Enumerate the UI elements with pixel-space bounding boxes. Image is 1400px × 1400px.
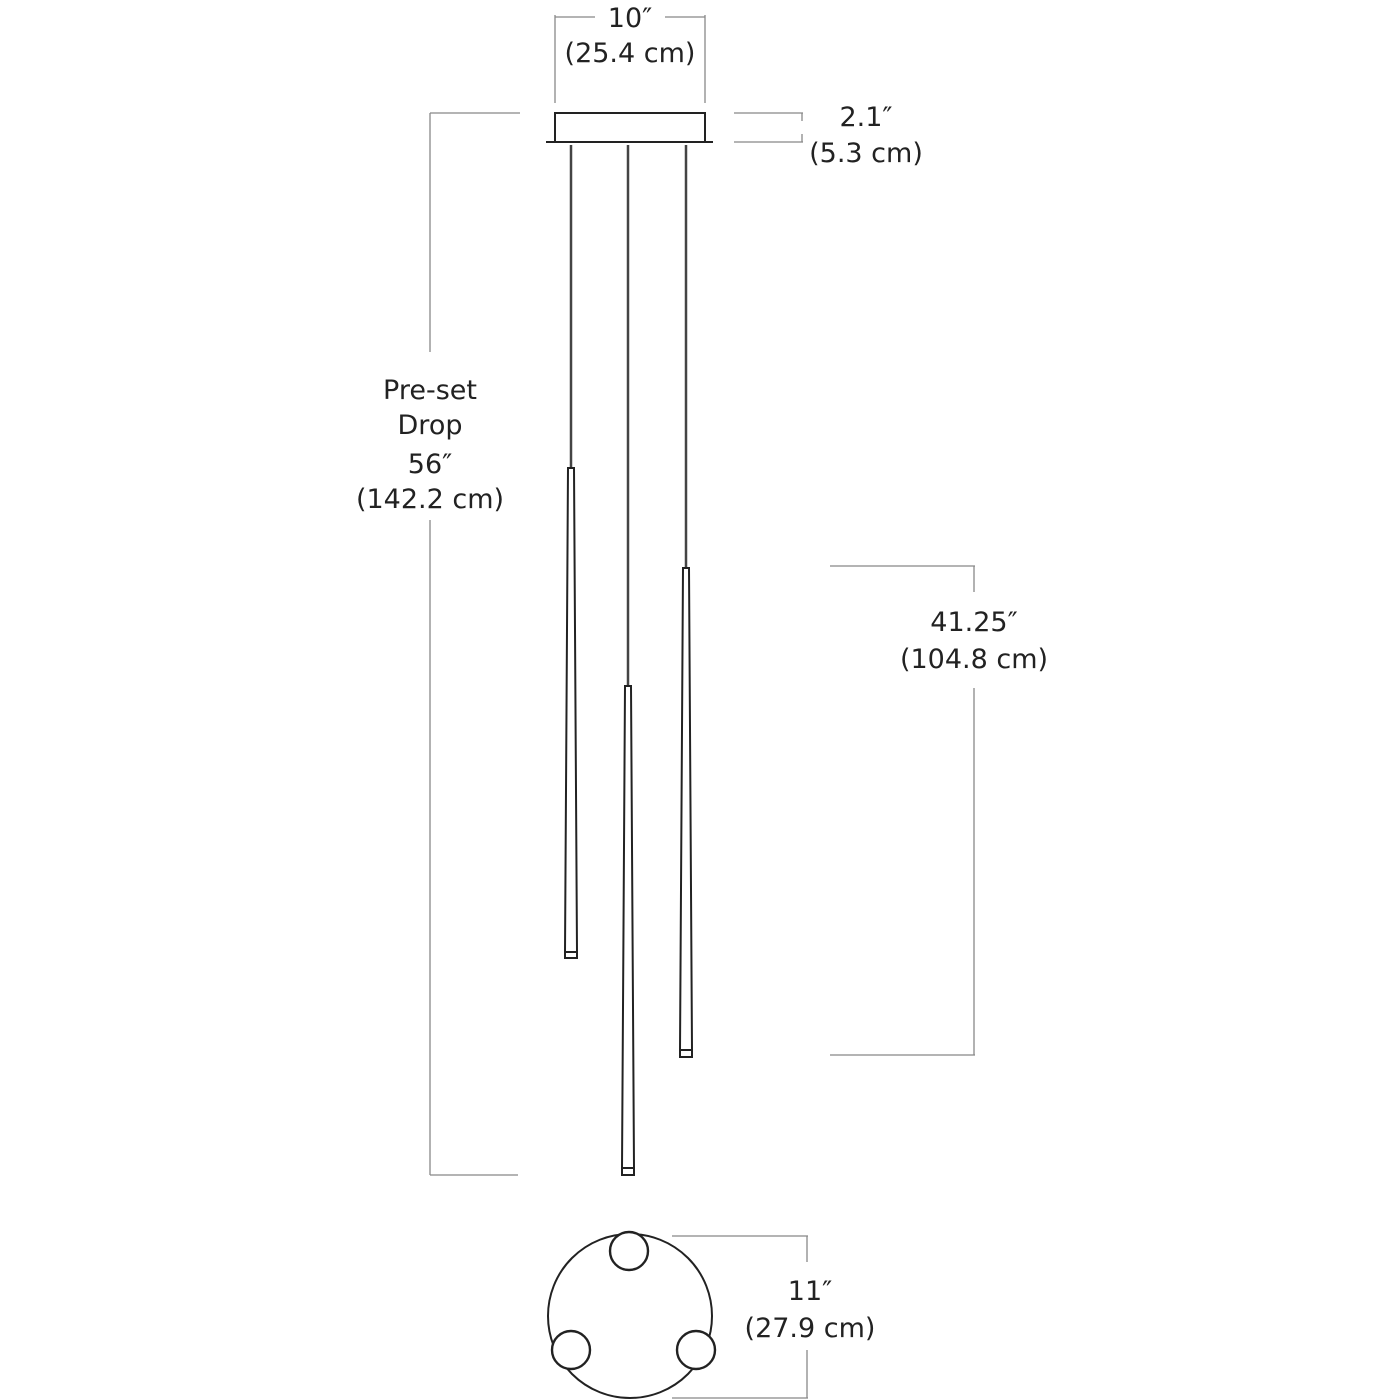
canopy-height-imperial: 2.1″ (839, 102, 892, 133)
preset-drop-label-line1: Pre-set (383, 375, 477, 406)
canopy-width-imperial: 10″ (608, 3, 652, 34)
canopy-diameter-imperial: 11″ (788, 1276, 832, 1307)
preset-drop-metric: (142.2 cm) (356, 484, 504, 515)
canopy (546, 112, 713, 143)
canopy-diameter-metric: (27.9 cm) (745, 1313, 876, 1344)
pendant-left-plan (550, 1329, 592, 1371)
canopy-diameter-dimension: 11″ (27.9 cm) (672, 1235, 876, 1399)
pendant-length-metric: (104.8 cm) (900, 644, 1048, 675)
canopy-width-dimension: 10″ (25.4 cm) (554, 3, 706, 103)
pendant-center (620, 145, 636, 1176)
preset-drop-label-line2: Drop (398, 410, 463, 441)
pendant-right-plan (675, 1329, 717, 1371)
pendant-length-dimension: 41.25″ (104.8 cm) (830, 565, 1048, 1056)
canopy-width-metric: (25.4 cm) (565, 38, 696, 69)
pendant-left (563, 145, 579, 959)
pendant-length-imperial: 41.25″ (930, 607, 1017, 638)
canopy-height-dimension: 2.1″ (5.3 cm) (734, 102, 923, 169)
canopy-plan-view (547, 1230, 717, 1399)
preset-drop-dimension: Pre-set Drop 56″ (142.2 cm) (356, 112, 520, 1176)
pendant-top-plan (608, 1230, 650, 1272)
pendant-right (678, 145, 694, 1058)
preset-drop-imperial: 56″ (408, 449, 452, 480)
canopy-height-metric: (5.3 cm) (809, 138, 923, 169)
